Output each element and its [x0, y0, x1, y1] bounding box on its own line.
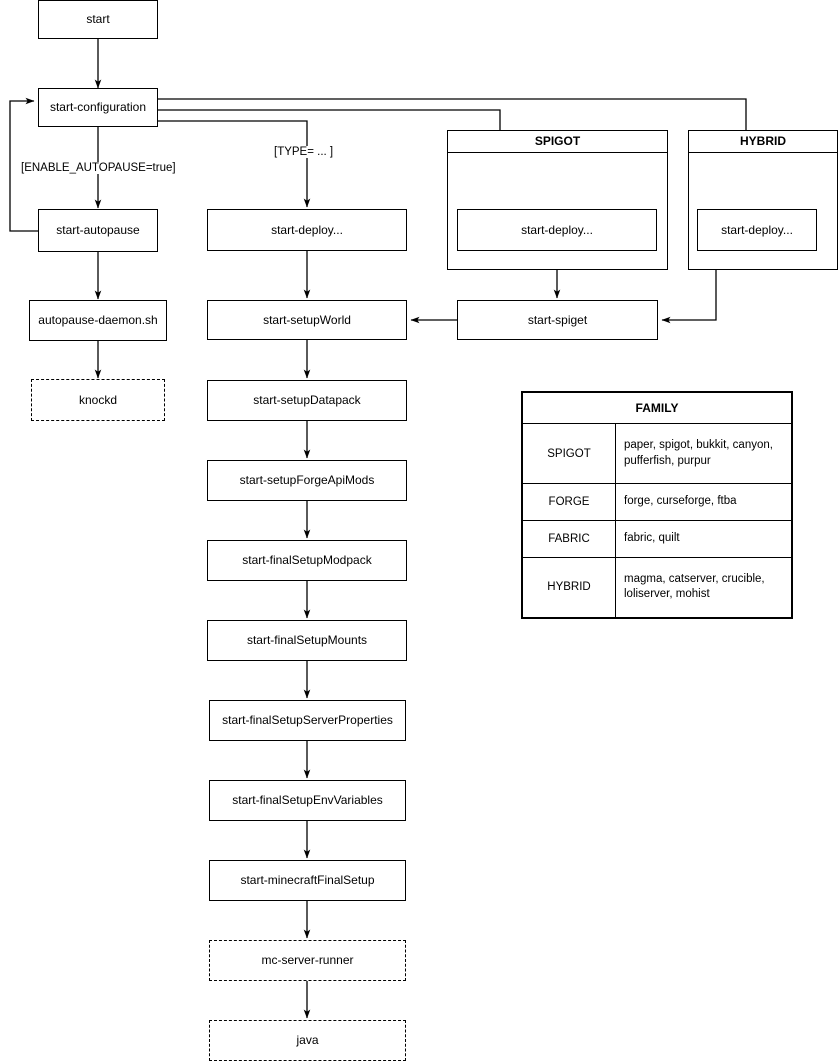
node-start-deploy-main[interactable]: start-deploy...	[207, 209, 407, 251]
family-legend-header: FAMILY	[522, 392, 792, 424]
node-start-autopause[interactable]: start-autopause	[38, 209, 158, 252]
node-start-finalsetupmodpack[interactable]: start-finalSetupModpack	[207, 540, 407, 581]
node-start-finalsetupmounts[interactable]: start-finalSetupMounts	[207, 620, 407, 661]
family-legend-table: FAMILY SPIGOT paper, spigot, bukkit, can…	[522, 392, 792, 619]
node-start-spiget[interactable]: start-spiget	[457, 300, 658, 340]
edge-configuration-to-deploy-main	[158, 120, 311, 208]
table-row: HYBRID magma, catserver, crucible, lolis…	[522, 556, 792, 619]
group-spigot-title: SPIGOT	[448, 131, 667, 153]
node-start-deploy-spigot[interactable]: start-deploy...	[457, 209, 657, 251]
family-value: forge, curseforge, ftba	[615, 483, 792, 521]
node-start[interactable]: start	[38, 0, 158, 39]
group-hybrid-title: HYBRID	[689, 131, 837, 153]
edge-label-type: [TYPE= ... ]	[272, 146, 336, 158]
edge-label-enable-autopause: [ENABLE_AUTOPAUSE=true]	[19, 162, 178, 174]
table-row: SPIGOT paper, spigot, bukkit, canyon, pu…	[522, 422, 792, 485]
family-legend: FAMILY SPIGOT paper, spigot, bukkit, can…	[521, 391, 793, 619]
family-value: fabric, quilt	[615, 519, 792, 558]
node-start-setupworld[interactable]: start-setupWorld	[207, 300, 407, 340]
family-key: HYBRID	[522, 556, 616, 619]
node-start-setupdatapack[interactable]: start-setupDatapack	[207, 380, 407, 421]
table-row: FABRIC fabric, quilt	[522, 519, 792, 558]
family-legend-body: SPIGOT paper, spigot, bukkit, canyon, pu…	[522, 422, 792, 619]
node-start-finalsetupserverproperties[interactable]: start-finalSetupServerProperties	[209, 700, 406, 741]
family-key: SPIGOT	[522, 422, 616, 485]
node-start-minecraftfinalsetup[interactable]: start-minecraftFinalSetup	[209, 860, 406, 901]
node-start-deploy-hybrid[interactable]: start-deploy...	[697, 209, 817, 251]
family-key: FABRIC	[522, 519, 616, 558]
node-mc-server-runner[interactable]: mc-server-runner	[209, 940, 406, 981]
node-start-finalsetupenvvariables[interactable]: start-finalSetupEnvVariables	[209, 780, 406, 821]
node-java[interactable]: java	[209, 1020, 406, 1061]
node-autopause-daemon[interactable]: autopause-daemon.sh	[29, 300, 167, 341]
family-key: FORGE	[522, 483, 616, 521]
table-row: FORGE forge, curseforge, ftba	[522, 483, 792, 521]
family-value: magma, catserver, crucible, loliserver, …	[615, 556, 792, 619]
node-start-setupforgeapimods[interactable]: start-setupForgeApiMods	[207, 460, 407, 501]
node-knockd[interactable]: knockd	[31, 379, 165, 421]
family-value: paper, spigot, bukkit, canyon, pufferfis…	[615, 422, 792, 485]
node-start-configuration[interactable]: start-configuration	[38, 88, 158, 127]
